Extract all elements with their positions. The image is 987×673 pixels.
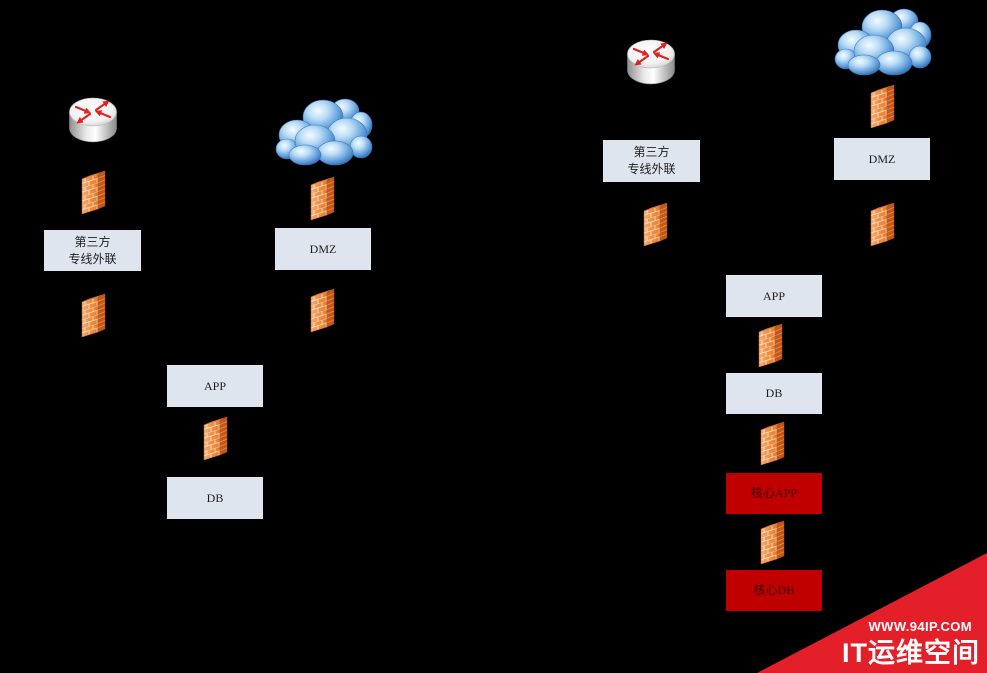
firewall-icon <box>870 202 896 246</box>
firewall-icon <box>758 323 784 367</box>
firewall-icon <box>81 293 107 337</box>
watermark-banner <box>757 553 987 673</box>
firewall-icon <box>760 421 786 465</box>
cloud-icon <box>834 5 932 77</box>
router-icon <box>626 38 676 86</box>
third-party-line-box: 第三方 专线外联 <box>44 230 141 271</box>
core-app-box: 核心APP <box>726 473 822 514</box>
core-db-box: 核心DB <box>726 570 822 611</box>
firewall-icon <box>310 288 336 332</box>
app-box: APP <box>167 365 263 407</box>
third-party-label-line2: 专线外联 <box>68 251 117 266</box>
watermark-url: WWW.94IP.COM <box>868 619 972 634</box>
firewall-icon <box>310 176 336 220</box>
third-party-label-line2: 专线外联 <box>627 162 676 176</box>
router-icon <box>68 96 118 144</box>
firewall-icon <box>81 170 107 214</box>
firewall-icon <box>203 416 229 460</box>
db-box: DB <box>726 373 822 414</box>
cloud-icon <box>275 95 373 167</box>
app-box: APP <box>726 275 822 317</box>
firewall-icon <box>643 202 669 246</box>
third-party-line-box: 第三方 专线外联 <box>603 140 700 182</box>
firewall-icon <box>870 84 896 128</box>
dmz-box: DMZ <box>275 228 371 270</box>
third-party-label-line1: 第三方 <box>74 234 111 249</box>
watermark-brand: IT运维空间 <box>842 638 980 668</box>
third-party-label-line1: 第三方 <box>633 145 670 159</box>
db-box: DB <box>167 477 263 519</box>
dmz-box: DMZ <box>834 138 930 180</box>
